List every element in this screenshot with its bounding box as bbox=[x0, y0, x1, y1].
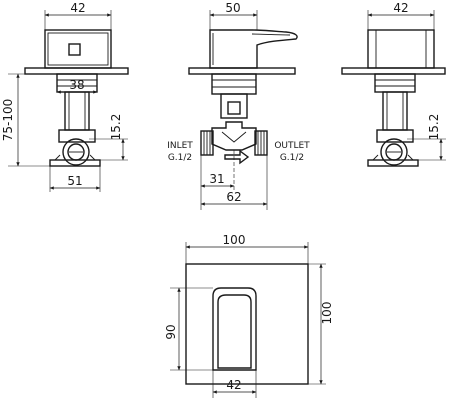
left-offset-dim: 15.2 bbox=[109, 114, 123, 141]
middle-view: 50 INLET G.1/2 OUTLET G.1/2 31 62 bbox=[167, 1, 310, 210]
inlet-label: INLET bbox=[167, 141, 193, 151]
front-handle-height-dim: 90 bbox=[164, 324, 178, 339]
left-height-range-dim: 75-100 bbox=[1, 99, 15, 142]
outlet-label: OUTLET bbox=[274, 141, 310, 151]
right-offset-dim: 15.2 bbox=[427, 114, 441, 141]
front-handle-width-dim: 42 bbox=[226, 378, 241, 392]
front-plate-height-dim: 100 bbox=[320, 302, 334, 325]
left-base-width-dim: 51 bbox=[67, 174, 82, 188]
right-side-view: 42 15.2 bbox=[341, 1, 446, 167]
middle-half-width-dim: 31 bbox=[209, 172, 224, 186]
inlet-size: G.1/2 bbox=[168, 153, 192, 163]
left-side-view: 42 38 75-100 15.2 51 bbox=[1, 1, 129, 192]
left-top-width-dim: 42 bbox=[70, 1, 85, 15]
middle-top-width-dim: 50 bbox=[225, 1, 240, 15]
front-plate-width-dim: 100 bbox=[223, 233, 246, 247]
front-view: 100 100 90 42 bbox=[164, 233, 334, 398]
left-flange-width-dim: 38 bbox=[69, 78, 84, 92]
outlet-size: G.1/2 bbox=[280, 153, 304, 163]
right-top-width-dim: 42 bbox=[393, 1, 408, 15]
middle-body-width-dim: 62 bbox=[226, 190, 241, 204]
